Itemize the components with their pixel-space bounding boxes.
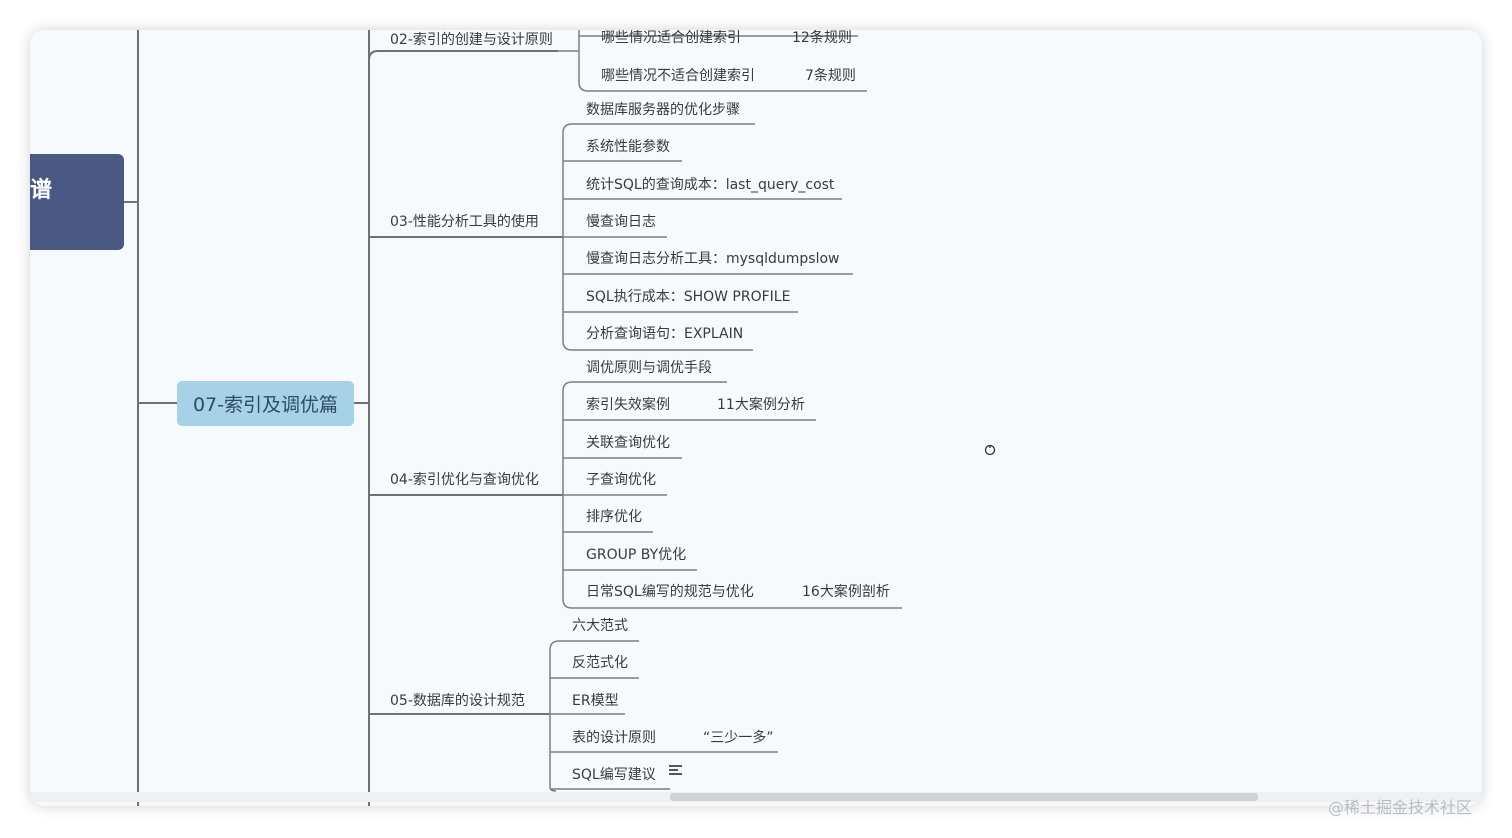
watermark-text: @稀土掘金技术社区 xyxy=(1328,798,1473,817)
b02-item-0-note: 12条规则 xyxy=(792,30,852,46)
b05-item-3-note: “三少一多” xyxy=(703,730,774,746)
branch-05-label[interactable]: 05-数据库的设计规范 xyxy=(390,693,525,709)
b03-item-5[interactable]: SQL执行成本：SHOW PROFILE xyxy=(586,289,791,305)
branch-03-label[interactable]: 03-性能分析工具的使用 xyxy=(390,214,539,230)
cursor-icon xyxy=(984,444,996,456)
b04-item-6-note: 16大案例剖析 xyxy=(802,584,890,600)
b02-item-1[interactable]: 哪些情况不适合创建索引 xyxy=(601,68,755,84)
b04-item-4[interactable]: 排序优化 xyxy=(586,509,642,525)
branch-04-label[interactable]: 04-索引优化与查询优化 xyxy=(390,472,539,488)
root-topic-node[interactable]: 谱 xyxy=(30,154,124,250)
main-topic-node[interactable]: 07-索引及调优篇 xyxy=(177,381,354,426)
b03-item-2[interactable]: 统计SQL的查询成本：last_query_cost xyxy=(586,177,835,193)
b05-item-4[interactable]: SQL编写建议 xyxy=(572,767,656,783)
b03-item-1[interactable]: 系统性能参数 xyxy=(586,139,670,155)
branch-02-label[interactable]: 02-索引的创建与设计原则 xyxy=(390,32,553,48)
connector-b02 xyxy=(368,50,558,61)
b05-item-1[interactable]: 反范式化 xyxy=(572,655,628,671)
root-topic-label: 谱 xyxy=(30,178,53,203)
b02-item-1-note: 7条规则 xyxy=(805,68,856,84)
horizontal-scrollbar-thumb[interactable] xyxy=(670,793,1258,801)
mindmap-canvas[interactable]: 谱 07-索引及调优篇 02-索引的创建与设计原则 哪些情况适合创建索引 12条… xyxy=(30,30,1482,806)
b04-item-3[interactable]: 子查询优化 xyxy=(586,472,656,488)
b05-item-2[interactable]: ER模型 xyxy=(572,693,619,709)
b04-item-0[interactable]: 调优原则与调优手段 xyxy=(586,360,712,376)
b04-item-5[interactable]: GROUP BY优化 xyxy=(586,547,687,563)
b04-item-1[interactable]: 索引失效案例 xyxy=(586,397,670,413)
b04-item-1-note: 11大案例分析 xyxy=(717,397,805,413)
b03-item-4[interactable]: 慢查询日志分析工具：mysqldumpslow xyxy=(586,251,840,267)
b05-item-3[interactable]: 表的设计原则 xyxy=(572,730,656,746)
mindmap-window: 谱 07-索引及调优篇 02-索引的创建与设计原则 哪些情况适合创建索引 12条… xyxy=(30,30,1482,806)
b05-item-0[interactable]: 六大范式 xyxy=(572,618,628,634)
b02-item-0[interactable]: 哪些情况适合创建索引 xyxy=(601,30,741,46)
b04-item-2[interactable]: 关联查询优化 xyxy=(586,435,670,451)
b03-item-6[interactable]: 分析查询语句：EXPLAIN xyxy=(586,326,744,342)
b04-item-6[interactable]: 日常SQL编写的规范与优化 xyxy=(586,584,754,600)
b03-item-3[interactable]: 慢查询日志 xyxy=(586,214,656,230)
connector-lines xyxy=(124,30,902,806)
menu-icon[interactable] xyxy=(669,765,682,775)
b03-item-0[interactable]: 数据库服务器的优化步骤 xyxy=(586,102,740,118)
main-topic-label: 07-索引及调优篇 xyxy=(192,394,339,416)
